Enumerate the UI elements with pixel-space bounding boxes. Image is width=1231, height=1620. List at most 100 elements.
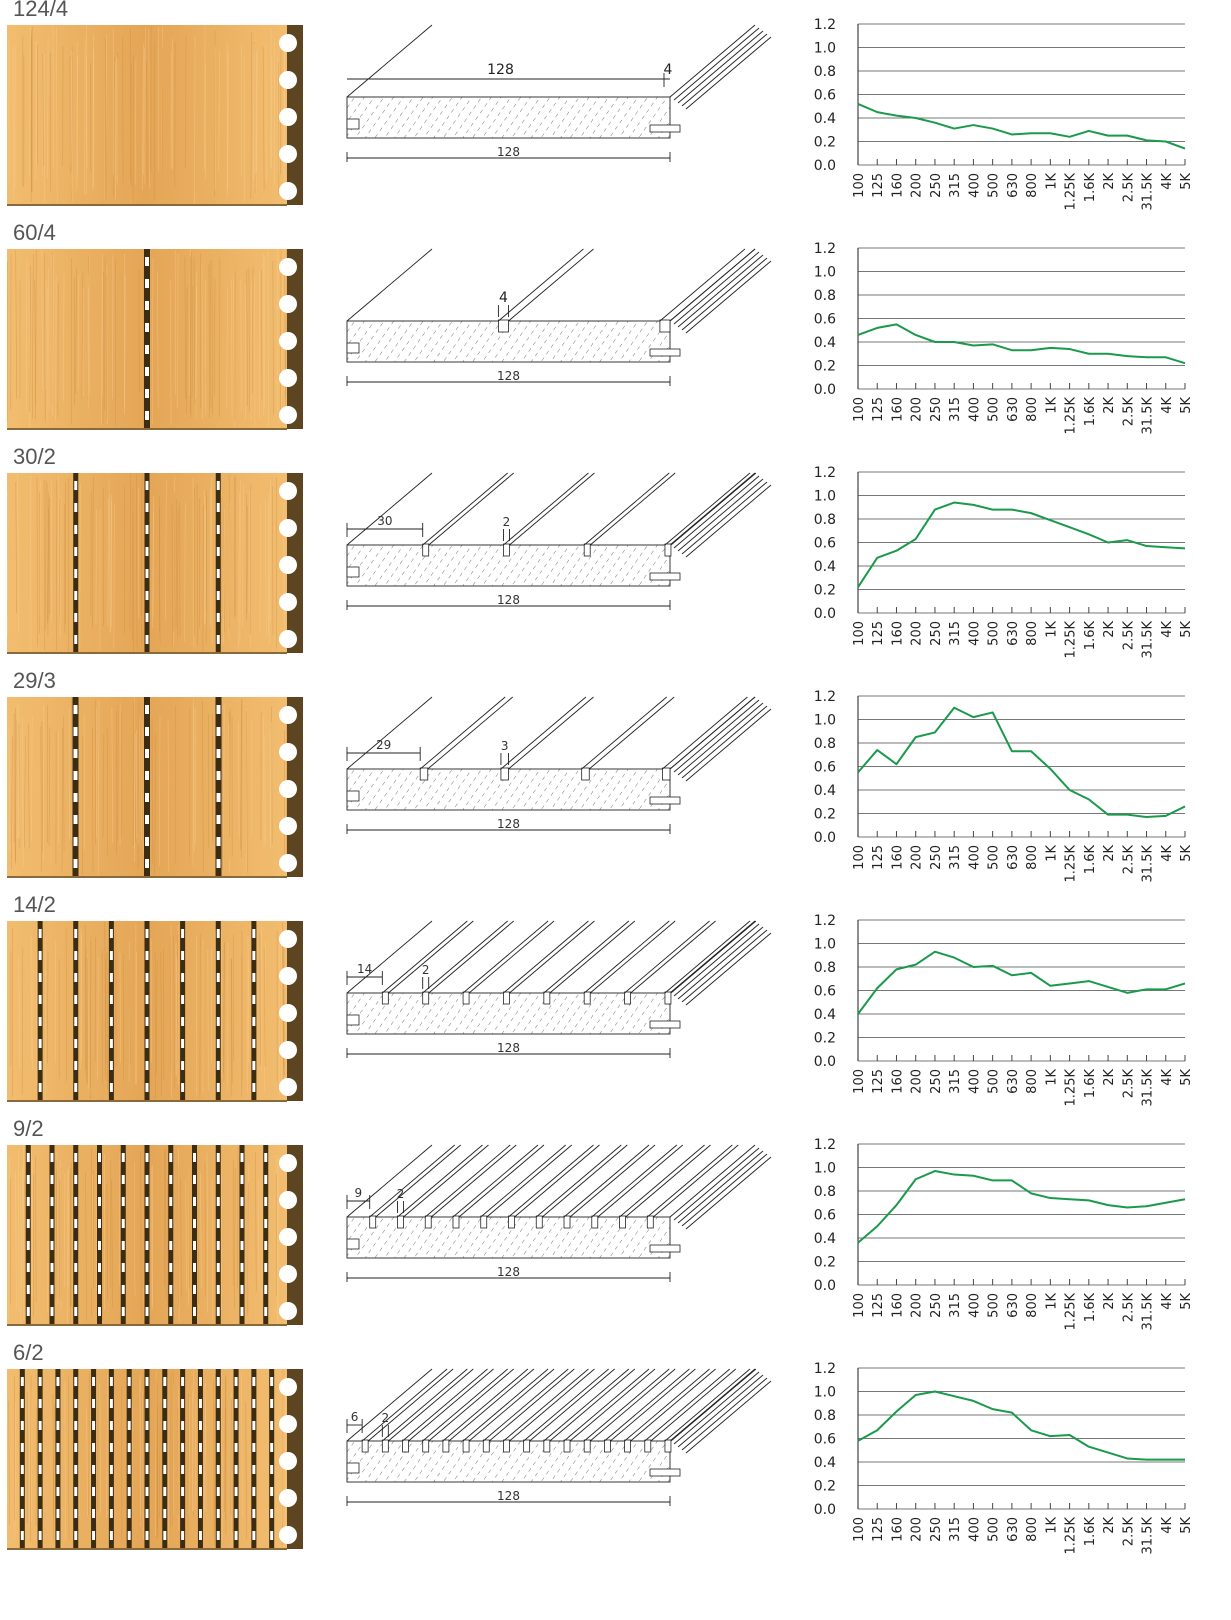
wood-grain <box>223 702 225 869</box>
slot-hole <box>145 411 149 420</box>
y-tick-label: 0.2 <box>814 1479 836 1495</box>
groove-perspective-line <box>462 920 549 994</box>
slot-hole <box>56 1421 60 1430</box>
slot-hole <box>38 929 42 938</box>
groove <box>591 1215 599 1229</box>
wood-grain <box>22 716 24 867</box>
x-tick-label: 31.5K <box>1141 1293 1156 1331</box>
wood-grain <box>192 477 195 648</box>
wood-grain <box>116 58 119 179</box>
groove <box>563 1439 571 1453</box>
groove-perspective-line <box>664 1368 751 1442</box>
slot-hole <box>163 1443 167 1452</box>
groove-perspective-line <box>669 248 756 322</box>
absorption-curve <box>857 1170 1186 1244</box>
wood-grain <box>246 505 249 614</box>
wood-grain <box>31 1160 34 1315</box>
perspective-line <box>673 27 760 101</box>
wood-grain <box>240 700 242 850</box>
wood-grain <box>265 42 267 183</box>
slot <box>215 473 221 653</box>
groove-perspective-line <box>509 472 595 546</box>
wood-grain <box>154 734 156 875</box>
y-tick-label: 1.0 <box>814 265 836 281</box>
edge-hole <box>279 71 297 89</box>
wood-grain <box>80 934 82 1069</box>
wood-grain <box>84 38 86 195</box>
wood-grain <box>163 1151 166 1287</box>
slot-hole <box>26 1197 30 1206</box>
groove <box>422 543 430 557</box>
slot-hole <box>38 1531 42 1540</box>
slot <box>73 921 79 1101</box>
x-tick-label: 1.6K <box>1083 621 1098 651</box>
wood-grain <box>48 727 51 847</box>
slot-hole <box>216 591 220 600</box>
x-tick-label: 250 <box>929 845 944 870</box>
slot-hole <box>264 1285 268 1294</box>
groove-perspective-line <box>503 1368 589 1442</box>
slot-hole <box>216 547 220 556</box>
wood-grain <box>12 46 14 199</box>
wood-grain <box>259 933 261 1066</box>
y-tick-label: 0.8 <box>814 960 836 976</box>
slot-hole <box>38 1377 42 1386</box>
edge-hole <box>279 1078 297 1096</box>
slot-hole <box>145 727 149 736</box>
perspective-line <box>673 475 760 549</box>
slot-hole <box>181 1061 185 1070</box>
slot-hole <box>216 525 220 534</box>
perspective-line <box>669 920 756 994</box>
wood-grain <box>29 265 31 413</box>
wood-grain <box>270 722 272 838</box>
width-dimension-label: 29 <box>376 738 391 752</box>
absorption-curve <box>857 501 1186 588</box>
groove-perspective-line <box>509 1368 595 1442</box>
wood-grain <box>226 288 228 408</box>
slot-hole <box>38 995 42 1004</box>
x-tick-label: 2.5K <box>1121 621 1136 651</box>
x-tick-label: 2.5K <box>1121 845 1136 875</box>
x-tick-label: 250 <box>929 1293 944 1318</box>
perspective-line <box>346 24 433 98</box>
x-tick-label: 630 <box>1006 621 1021 646</box>
wood-grain <box>113 56 115 197</box>
wood-grain <box>108 479 111 633</box>
wood-grain <box>134 59 137 185</box>
wood-grain <box>47 508 49 637</box>
panel-image <box>7 473 303 654</box>
y-tick-label: 0.0 <box>814 830 836 846</box>
slot-hole <box>92 1465 96 1474</box>
slot-hole <box>26 1153 30 1162</box>
groove <box>543 1439 551 1453</box>
slot-hole <box>38 1421 42 1430</box>
slot-hole <box>109 1509 113 1518</box>
x-tick-label: 2K <box>1102 1517 1117 1534</box>
slot-hole <box>198 1399 202 1408</box>
wood-grain <box>218 51 220 174</box>
groove <box>662 767 671 781</box>
x-tick-label: 5K <box>1179 1069 1194 1086</box>
slot-hole <box>74 995 78 1004</box>
wood-grain <box>194 1400 197 1510</box>
x-tick-label: 4K <box>1160 173 1175 190</box>
wood-grain <box>152 496 154 629</box>
slot-hole <box>145 973 149 982</box>
slot-hole <box>163 1531 167 1540</box>
slot-hole <box>121 1241 125 1250</box>
wood-grain <box>173 492 175 631</box>
slot-hole <box>98 1307 101 1316</box>
x-tick-label: 160 <box>890 1293 905 1318</box>
edge-hole <box>279 182 297 200</box>
groove-perspective-line <box>424 1144 511 1218</box>
slot-hole <box>121 1219 125 1228</box>
product-label: 6/2 <box>13 1340 44 1365</box>
perspective-line <box>673 1371 760 1445</box>
slot-hole <box>145 591 149 600</box>
slot-hole <box>121 1263 125 1272</box>
wood-grain <box>77 273 80 391</box>
